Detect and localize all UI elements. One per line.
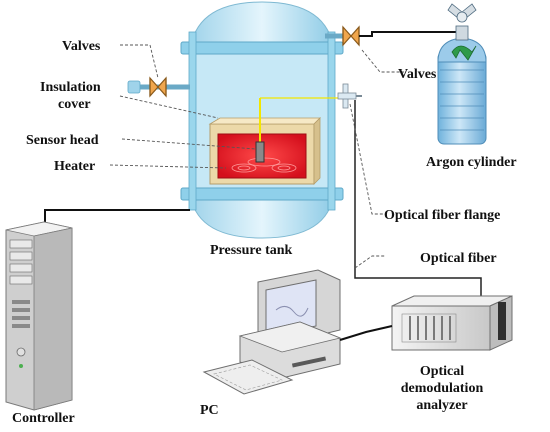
argon-cylinder-label: Argon cylinder bbox=[426, 155, 517, 170]
leader-lines bbox=[109, 44, 404, 269]
analyzer-label-line2: demodulation bbox=[401, 381, 484, 396]
heater-label: Heater bbox=[54, 159, 95, 174]
valves-right-label: Valves bbox=[398, 67, 437, 82]
analyzer-box-icon bbox=[391, 295, 513, 351]
fiber-flange-icon bbox=[337, 83, 362, 109]
analyzer-label-line3: analyzer bbox=[416, 398, 467, 413]
sensor-head-label: Sensor head bbox=[26, 133, 99, 148]
controller-label: Controller bbox=[12, 411, 75, 426]
pc-analyzer-cable bbox=[339, 325, 393, 341]
desktop-pc-icon bbox=[202, 269, 342, 395]
right-valve-icon bbox=[325, 25, 464, 50]
left-valve-icon bbox=[127, 76, 190, 98]
argon-cylinder-icon bbox=[437, 3, 487, 145]
pc-label: PC bbox=[200, 403, 219, 418]
insulation-label-line2: cover bbox=[58, 97, 91, 112]
optical-fiber-line bbox=[354, 100, 482, 296]
optical-fiber-label: Optical fiber bbox=[420, 251, 497, 266]
sensor-head bbox=[255, 97, 345, 163]
insulation-label-line1: Insulation bbox=[40, 80, 101, 95]
controller-cable bbox=[44, 209, 190, 228]
tower-computer-icon bbox=[5, 221, 73, 411]
analyzer-label-line1: Optical bbox=[420, 364, 464, 379]
pressure-tank-label: Pressure tank bbox=[210, 243, 293, 258]
valves-left-label: Valves bbox=[62, 39, 101, 54]
optical-fiber-flange-label: Optical fiber flange bbox=[384, 208, 500, 223]
